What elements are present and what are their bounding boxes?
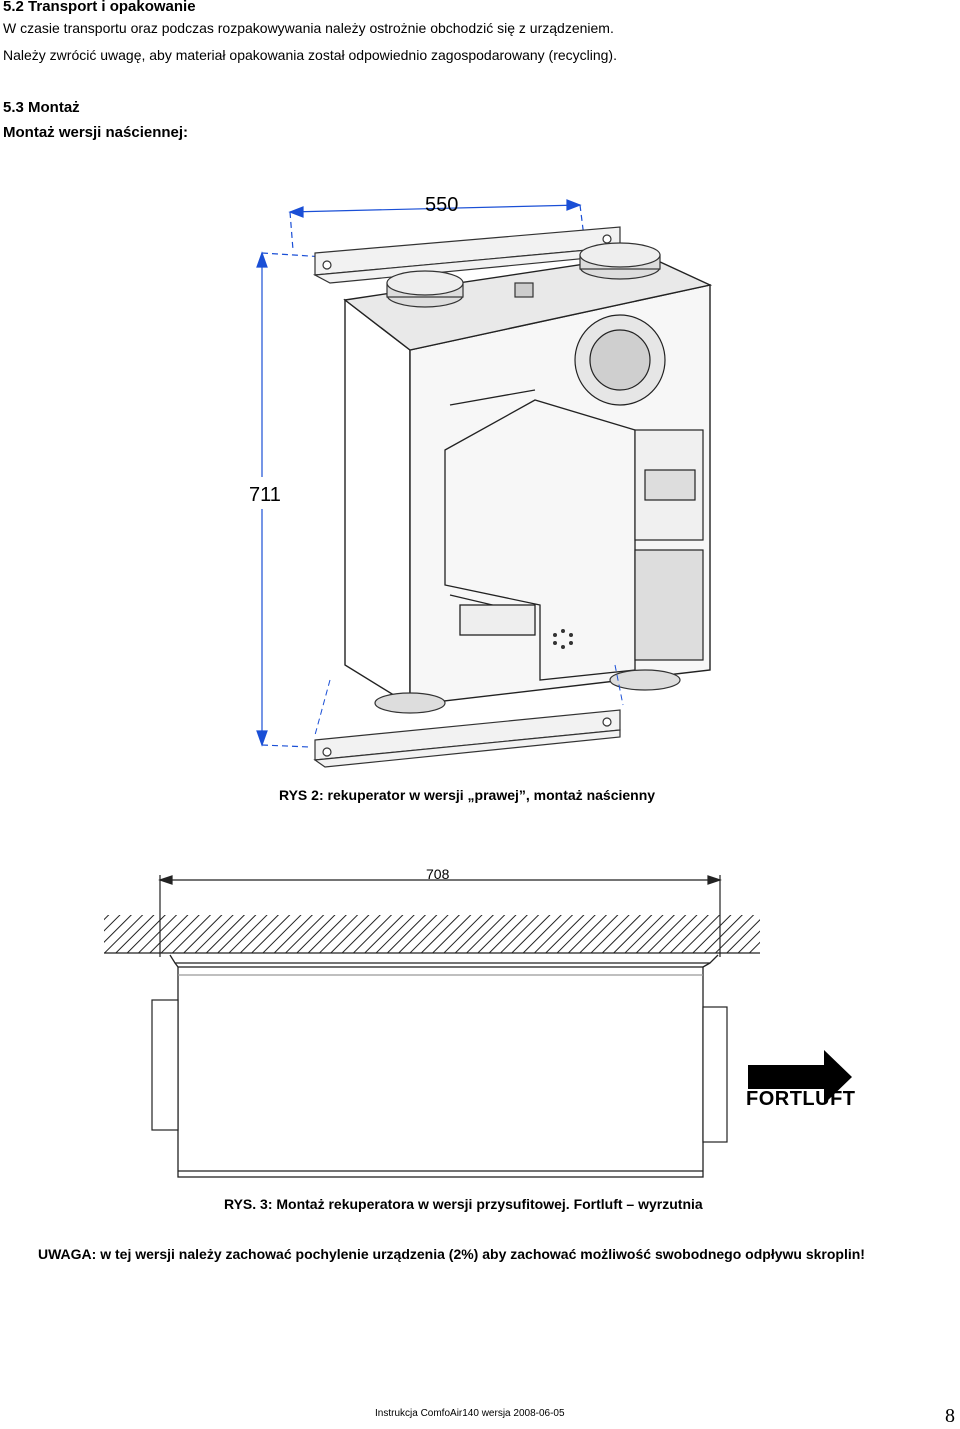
fan-housing bbox=[574, 314, 704, 661]
heat-exchanger bbox=[444, 389, 636, 681]
filter-grille bbox=[553, 629, 573, 649]
fortluft-label: FORTLUFT bbox=[746, 1088, 856, 1110]
ceiling-hatch bbox=[104, 915, 760, 953]
section-heading-transport: 5.2 Transport i opakowanie bbox=[3, 0, 196, 15]
fortluft-arrow-icon bbox=[748, 1050, 852, 1104]
ceiling-unit-body bbox=[169, 954, 719, 1178]
width-dimension-label: 708 bbox=[426, 866, 450, 882]
height-dimension-label: 711 bbox=[249, 484, 281, 506]
section-subheading-wall-mount: Montaż wersji naściennej: bbox=[3, 124, 189, 141]
ceiling-mount-unit-drawing: 708 bbox=[104, 866, 852, 1178]
section-heading-montaz: 5.3 Montaż bbox=[3, 99, 80, 116]
width-dimension bbox=[288, 199, 586, 251]
transport-text-line-1: W czasie transportu oraz podczas rozpako… bbox=[3, 20, 614, 36]
wall-mount-unit-drawing: 550 711 bbox=[243, 194, 713, 768]
warning-note: UWAGA: w tej wersji należy zachować poch… bbox=[38, 1246, 865, 1262]
top-mounting-bracket bbox=[312, 226, 621, 284]
bottom-duct-spigots bbox=[374, 669, 681, 714]
transport-text-line-2: Należy zwrócić uwagę, aby materiał opako… bbox=[3, 47, 617, 63]
figure-3-caption: RYS. 3: Montaż rekuperatora w wersji prz… bbox=[224, 1196, 703, 1212]
footer-doc-info: Instrukcja ComfoAir140 wersja 2008-06-05 bbox=[375, 1408, 565, 1419]
figure-2-caption: RYS 2: rekuperator w wersji „prawej”, mo… bbox=[279, 787, 656, 803]
top-duct-spigots bbox=[386, 242, 661, 308]
page-number: 8 bbox=[945, 1405, 955, 1427]
bottom-mounting-bracket bbox=[313, 709, 621, 768]
side-duct-spigots bbox=[151, 999, 728, 1143]
width-dimension-label: 550 bbox=[425, 194, 458, 216]
